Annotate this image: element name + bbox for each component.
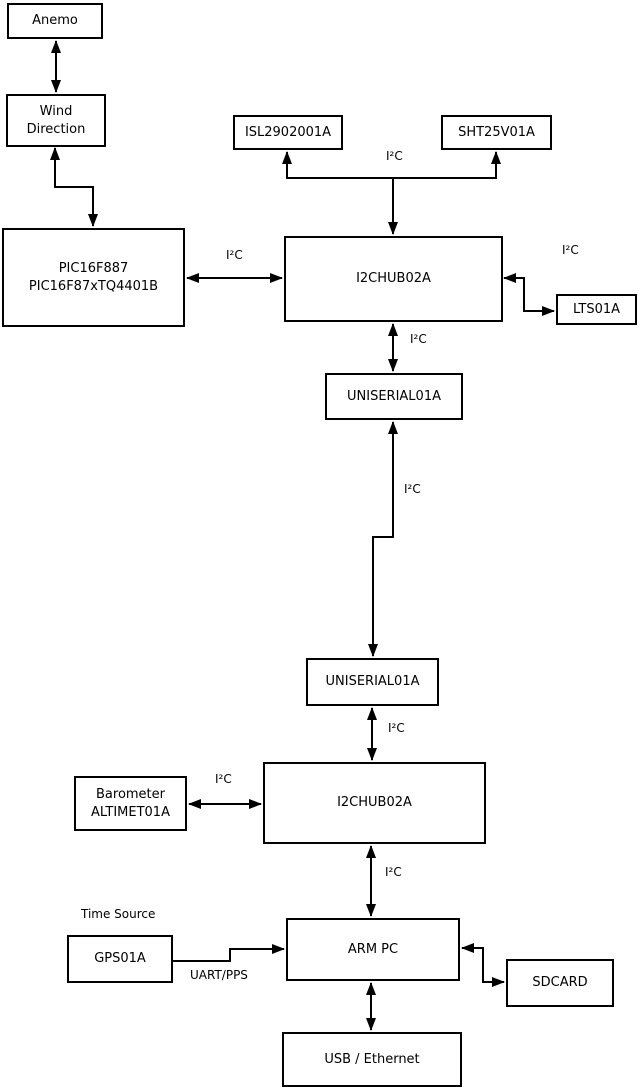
anemo-label: Anemo: [32, 13, 78, 29]
i2c-hub-bottom-box: I2CHUB02A: [263, 762, 486, 844]
i2c-label-sensors: I²C: [386, 149, 403, 163]
isl2902001a-box: ISL2902001A: [233, 115, 343, 150]
pic-microcontroller-label: PIC16F887 PIC16F87xTQ4401B: [28, 260, 159, 294]
edge-hub-top-lts: [503, 273, 555, 316]
sdcard-label: SDCARD: [532, 975, 588, 991]
i2c-label-barometer-hub2: I²C: [215, 772, 232, 786]
arm-pc-box: ARM PC: [286, 918, 460, 981]
isl2902001a-label: ISL2902001A: [244, 124, 332, 140]
i2c-label-long-link: I²C: [404, 482, 421, 496]
i2c-label-hub-lts: I²C: [562, 243, 579, 257]
usb-ethernet-box: USB / Ethernet: [282, 1032, 462, 1087]
i2c-label-hub-uniserial: I²C: [410, 332, 427, 346]
wind-direction-label: Wind Direction: [26, 103, 86, 137]
anemo-box: Anemo: [7, 3, 103, 39]
gps01a-box: GPS01A: [67, 935, 173, 983]
uart-pps-label: UART/PPS: [190, 968, 248, 982]
sht25v01a-box: SHT25V01A: [441, 115, 552, 150]
uniserial-top-box: UNISERIAL01A: [325, 373, 463, 420]
lts01a-label: LTS01A: [572, 301, 621, 317]
usb-ethernet-label: USB / Ethernet: [324, 1051, 420, 1067]
edge-gps-armpc: [173, 944, 285, 962]
i2c-label-pic-hub: I²C: [226, 248, 243, 262]
arm-pc-label: ARM PC: [347, 941, 399, 957]
i2c-hub-bottom-label: I2CHUB02A: [337, 795, 412, 811]
i2c-hub-top-box: I2CHUB02A: [284, 236, 503, 322]
uniserial-top-label: UNISERIAL01A: [347, 388, 441, 404]
barometer-box: Barometer ALTIMET01A: [74, 776, 187, 831]
wind-direction-box: Wind Direction: [6, 94, 106, 147]
edge-armpc-sdcard: [461, 943, 505, 987]
time-source-label: Time Source: [81, 907, 156, 921]
sht25v01a-label: SHT25V01A: [458, 124, 535, 140]
edge-sensorbus-isl-sht: [282, 151, 501, 179]
sdcard-box: SDCARD: [506, 959, 614, 1007]
edge-wind-pic: [50, 147, 98, 227]
i2c-label-uniserial-hub2: I²C: [388, 721, 405, 735]
lts01a-box: LTS01A: [556, 294, 637, 325]
pic-microcontroller-box: PIC16F887 PIC16F87xTQ4401B: [2, 228, 185, 327]
gps01a-label: GPS01A: [94, 951, 146, 967]
i2c-hub-top-label: I2CHUB02A: [356, 271, 431, 287]
uniserial-bottom-box: UNISERIAL01A: [306, 658, 439, 706]
uniserial-bottom-label: UNISERIAL01A: [325, 674, 420, 690]
i2c-label-hub2-armpc: I²C: [385, 865, 402, 879]
barometer-label: Barometer ALTIMET01A: [91, 786, 170, 820]
edge-uniserial-top-uniserial-bottom: [368, 421, 398, 657]
